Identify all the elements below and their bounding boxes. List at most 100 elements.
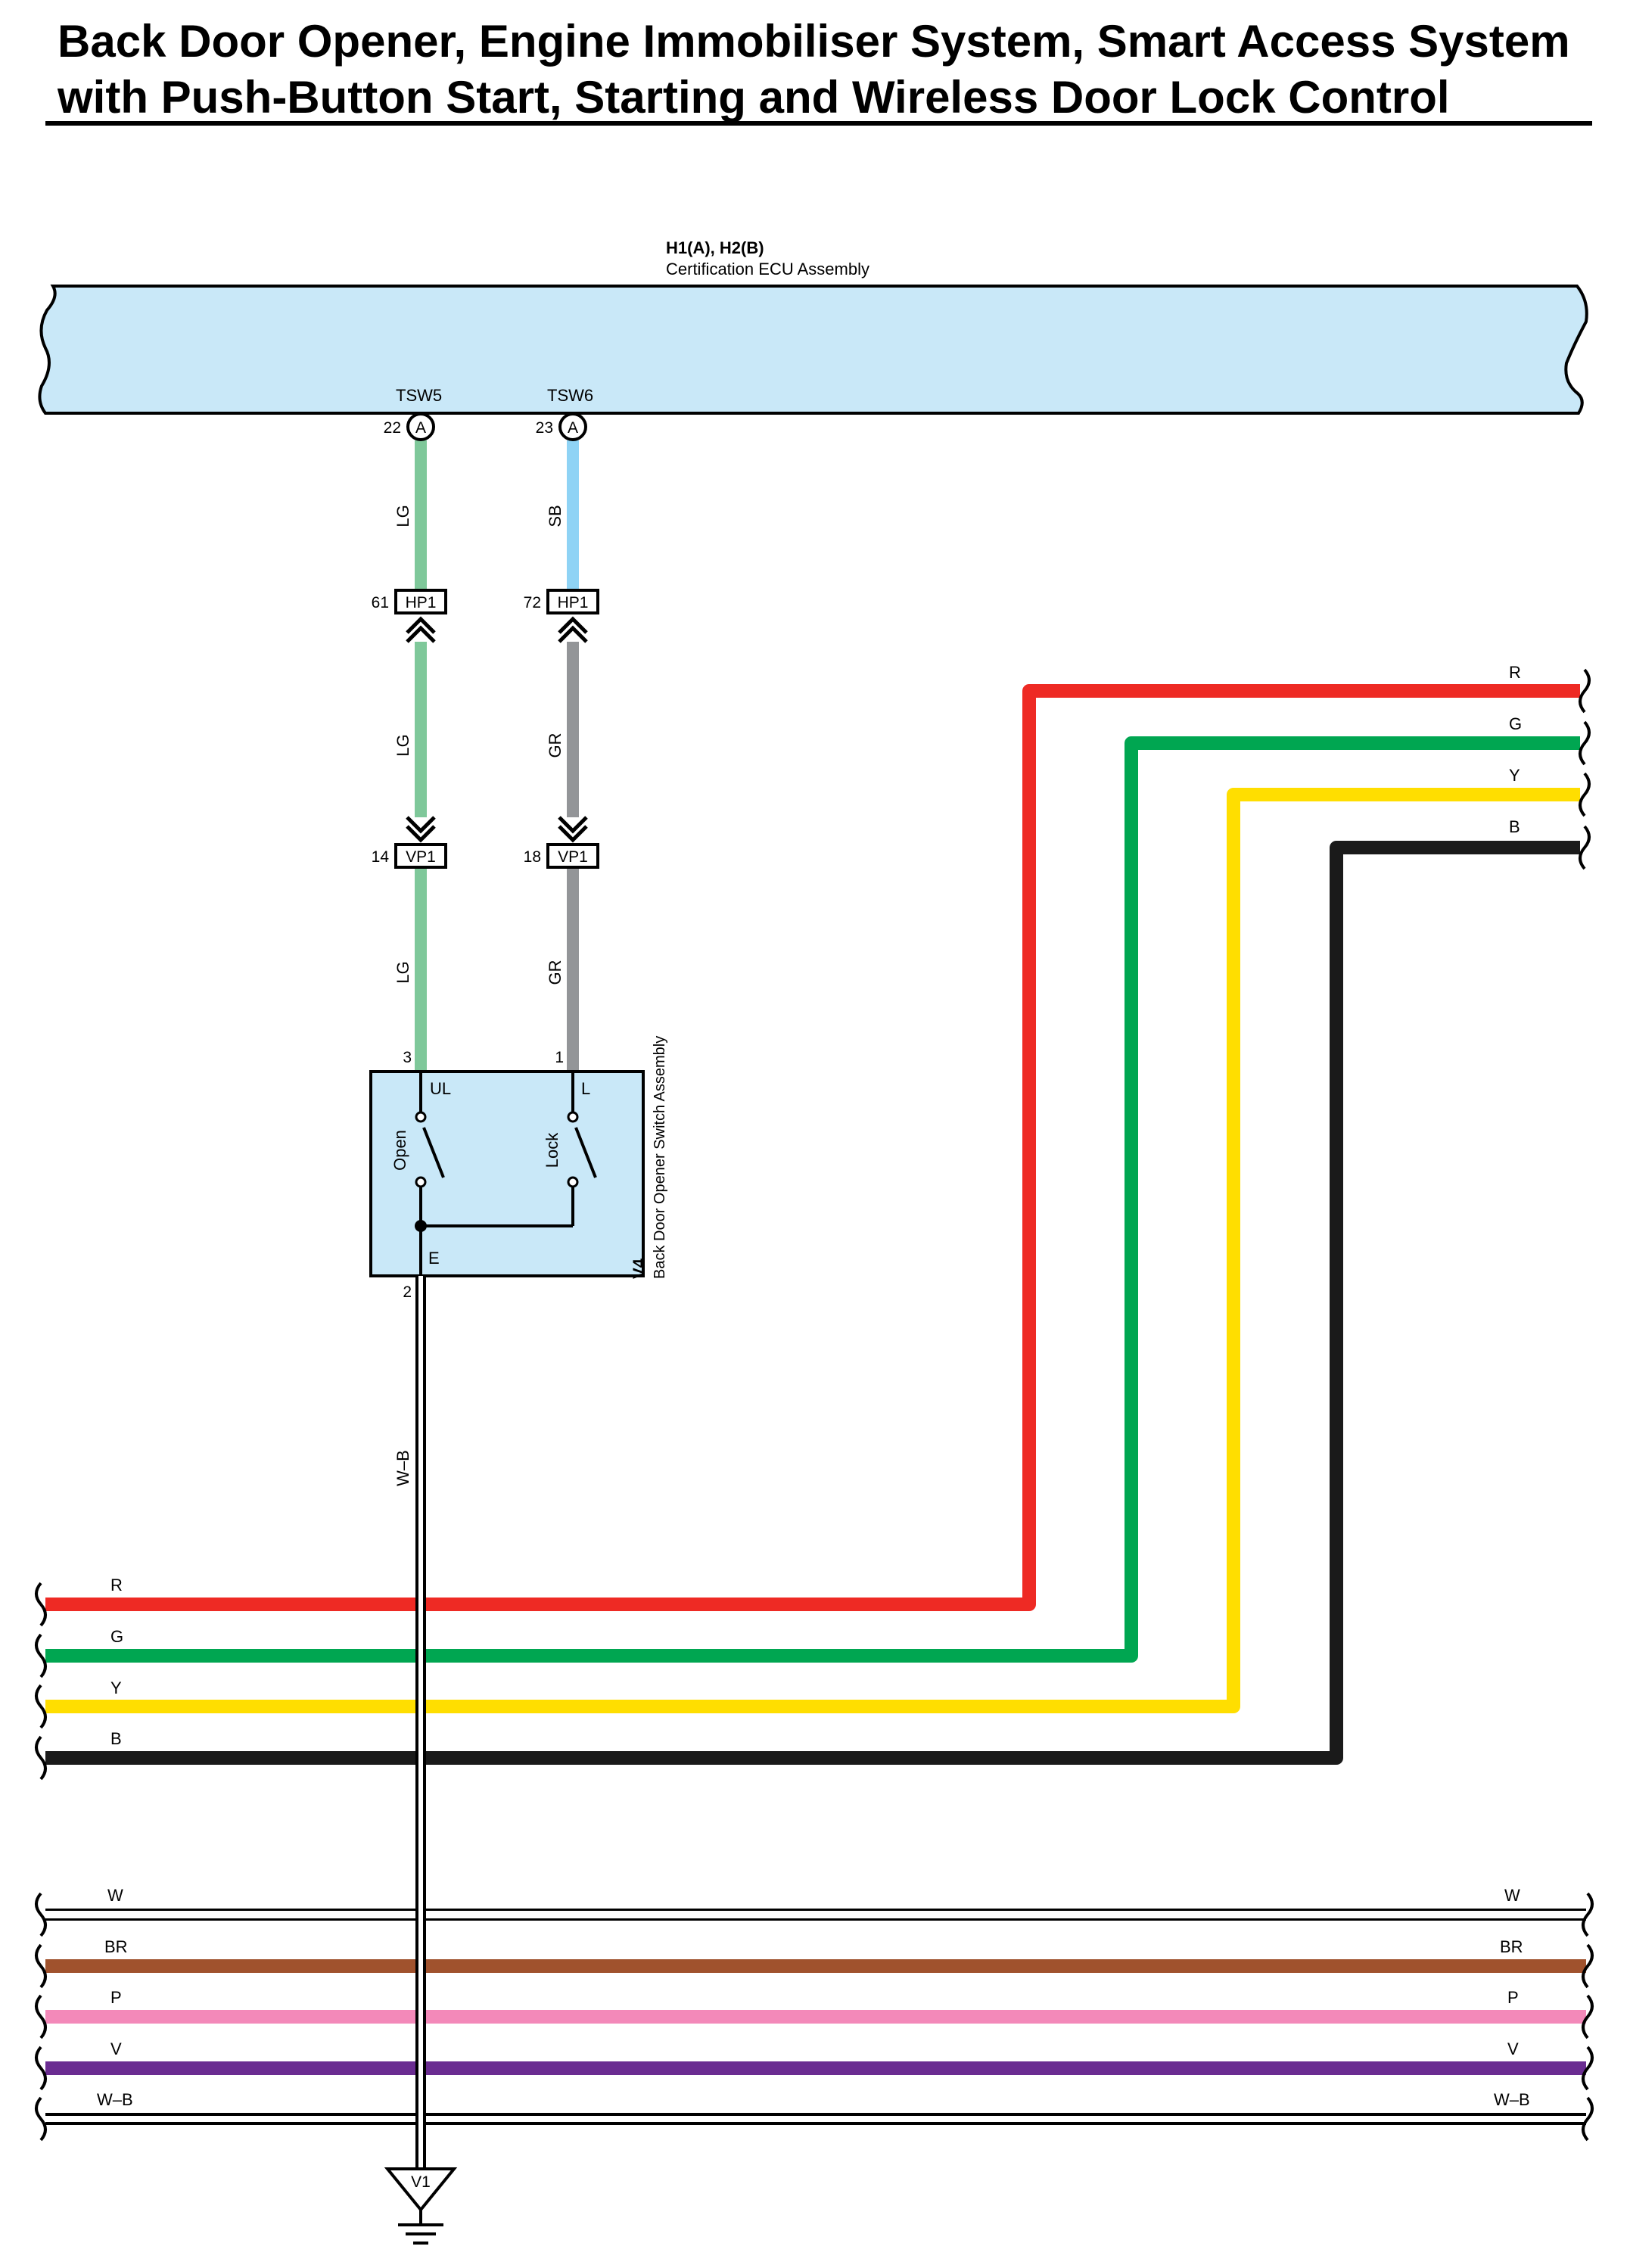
junction-vp1-left-chevron-2	[406, 825, 436, 843]
switch-ul-contact-top	[415, 1111, 427, 1123]
break-marks-bottom-left	[35, 1892, 47, 2142]
junction-vp1-left	[394, 843, 447, 869]
ecu-pin-circle-23	[558, 412, 587, 441]
switch-pin-l: 1	[555, 1049, 564, 1066]
ecu-pin-number-23: 23	[536, 419, 553, 437]
break-mark	[1582, 2096, 1594, 2142]
switch-l-contact-bottom	[567, 1176, 579, 1188]
junction-vp1-left-label: VP1	[406, 848, 436, 866]
bus-lower-left-label-r: R	[110, 1576, 123, 1594]
bus-upper-right-label-y: Y	[1509, 766, 1520, 785]
ecu-name: Certification ECU Assembly	[666, 260, 869, 278]
bus-bottom-label-left-p: P	[110, 1988, 122, 2007]
break-mark	[1582, 2046, 1594, 2091]
junction-vp1-left-chevron-1	[406, 816, 436, 834]
bus-upper-right-label-b: B	[1509, 817, 1520, 836]
break-mark	[1579, 720, 1591, 766]
bus-r-route	[45, 684, 1580, 1611]
junction-hp1-left-chevron-2	[406, 625, 436, 643]
bus-bottom-label-right-br: BR	[1500, 1937, 1523, 1956]
bus-lower-left-label-g: G	[110, 1627, 123, 1646]
bus-bottom-label-left-br: BR	[104, 1937, 128, 1956]
junction-hp1-right-pin: 72	[524, 594, 541, 611]
switch-terminal-ul: UL	[430, 1079, 451, 1098]
junction-vp1-right-chevron-1	[558, 816, 588, 834]
bus-bottom-label-right-v: V	[1507, 2039, 1519, 2058]
bus-lower-left-label-b: B	[110, 1729, 122, 1748]
break-mark	[1579, 825, 1591, 870]
bus-bottom-label-left-w: W	[107, 1886, 123, 1905]
break-marks-upper-right	[1579, 668, 1591, 870]
junction-vp1-right-pin: 18	[524, 848, 541, 866]
bus-g-route	[45, 736, 1580, 1663]
wire-label-gr-bot: GR	[546, 960, 565, 985]
ecu-terminal-tsw5: TSW5	[396, 386, 442, 405]
break-mark	[35, 1892, 47, 1937]
junction-hp1-right-chevron-2	[558, 625, 588, 643]
break-mark	[1582, 1943, 1594, 1989]
ecu-pin-connector-22: A	[415, 419, 426, 437]
junction-vp1-left-pin: 14	[372, 848, 390, 866]
break-mark	[1582, 1892, 1594, 1937]
break-marks-lower-left	[35, 1582, 47, 1781]
wire-label-sb-top: SB	[546, 505, 565, 527]
wire-label-lg-mid: LG	[394, 734, 412, 756]
switch-assembly-body	[369, 1070, 645, 1277]
junction-vp1-right-label: VP1	[558, 848, 588, 866]
break-mark	[35, 2046, 47, 2091]
break-mark	[1579, 772, 1591, 817]
switch-pin-e: 2	[403, 1283, 412, 1301]
ground-triangle	[384, 2167, 458, 2213]
switch-common-node	[415, 1220, 427, 1232]
junction-vp1-right	[546, 843, 599, 869]
page-title-line-1: Back Door Opener, Engine Immobiliser Sys…	[58, 16, 1570, 67]
switch-pin-ul: 3	[403, 1049, 412, 1066]
bus-upper-right-label-g: G	[1509, 714, 1522, 733]
switch-ul-blade	[422, 1127, 445, 1178]
page-title-line-2: with Push-Button Start, Starting and Wir…	[58, 72, 1450, 123]
break-mark	[35, 1684, 47, 1729]
junction-hp1-right-chevron-1	[558, 616, 588, 634]
junction-hp1-left	[394, 589, 447, 614]
switch-name: Back Door Opener Switch Assembly	[652, 1036, 668, 1279]
break-mark	[35, 1582, 47, 1627]
switch-lock-label: Lock	[543, 1132, 561, 1168]
bus-bottom-label-right-p: P	[1507, 1988, 1519, 2007]
junction-hp1-left-chevron-1	[406, 616, 436, 634]
break-mark	[1582, 1994, 1594, 2039]
ecu-pin-circle-22	[406, 412, 435, 441]
wire-label-gr-mid: GR	[546, 733, 565, 758]
wire-label-lg-bot: LG	[394, 961, 412, 983]
switch-l-contact-top	[567, 1111, 579, 1123]
switch-open-label: Open	[390, 1130, 409, 1171]
bus-y-route	[45, 788, 1580, 1713]
junction-hp1-right-label: HP1	[558, 594, 589, 611]
switch-code: V4	[630, 1258, 649, 1279]
break-marks-bottom-right	[1582, 1892, 1594, 2142]
bus-lower-left-label-y: Y	[110, 1678, 122, 1697]
wire-label-lg-top: LG	[394, 505, 412, 527]
junction-hp1-left-label: HP1	[406, 594, 437, 611]
bus-bottom-label-right-w: W	[1504, 1886, 1520, 1905]
title-rule	[45, 121, 1592, 126]
switch-terminal-e: E	[428, 1249, 440, 1268]
bus-bottom-label-right-wb: W–B	[1494, 2090, 1530, 2109]
ecu-pin-connector-23: A	[568, 419, 578, 437]
switch-ul-contact-bottom	[415, 1176, 427, 1188]
switch-terminal-l: L	[581, 1079, 590, 1098]
junction-hp1-right	[546, 589, 599, 614]
ground-label: V1	[411, 2173, 431, 2191]
title-block: Back Door Opener, Engine Immobiliser Sys…	[58, 14, 1609, 126]
bus-upper-right-label-r: R	[1509, 663, 1521, 682]
junction-vp1-right-chevron-2	[558, 825, 588, 843]
bus-bottom-label-left-wb: W–B	[97, 2090, 133, 2109]
wire-label-wb: W–B	[394, 1450, 412, 1486]
bus-bottom-label-left-v: V	[110, 2039, 122, 2058]
break-mark	[35, 1994, 47, 2039]
ecu-pin-number-22: 22	[384, 419, 401, 437]
break-mark	[35, 1943, 47, 1989]
junction-hp1-left-pin: 61	[372, 594, 389, 611]
ecu-code: H1(A), H2(B)	[666, 238, 764, 257]
ecu-terminal-tsw6: TSW6	[547, 386, 593, 405]
switch-l-blade	[574, 1127, 597, 1178]
